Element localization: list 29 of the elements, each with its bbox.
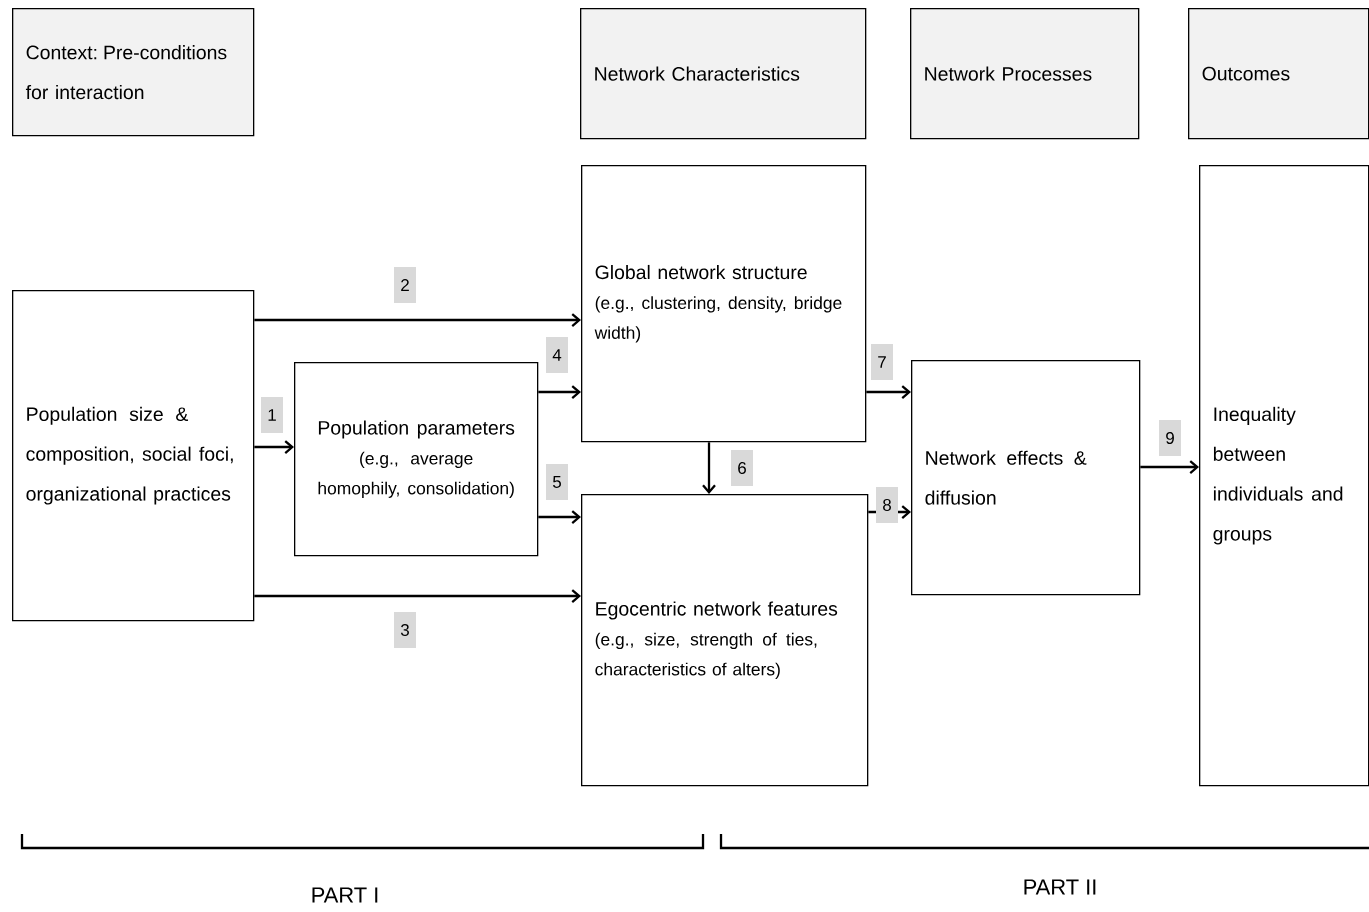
arrow xyxy=(538,385,581,399)
process-box: Network effects & diffusion xyxy=(911,360,1141,596)
arrow xyxy=(538,510,581,524)
process-box: Inequality between individuals and groups xyxy=(1199,165,1369,787)
arrow xyxy=(1140,460,1199,474)
arrow xyxy=(254,589,581,603)
part-label: PART II xyxy=(1024,879,1096,895)
header-box: Context: Pre-conditions for interaction xyxy=(12,8,255,137)
edge-label: 3 xyxy=(394,612,416,648)
edge-label: 7 xyxy=(871,344,893,380)
edge-label: 4 xyxy=(546,337,568,373)
process-box: Population parameters (e.g., average homophily, consolidation) xyxy=(294,362,539,557)
part-label: PART I xyxy=(312,887,378,903)
header-box: Network Processes xyxy=(910,8,1140,140)
edge-label: 6 xyxy=(731,450,753,486)
arrow xyxy=(254,440,294,454)
edge-label: 1 xyxy=(261,397,283,433)
edge-label: 2 xyxy=(394,267,416,303)
arrow xyxy=(254,313,581,327)
edge-label: 9 xyxy=(1159,420,1181,456)
header-box: Network Characteristics xyxy=(580,8,867,140)
edge-label: 8 xyxy=(876,487,898,523)
header-box: Outcomes xyxy=(1188,8,1369,140)
process-box: Population size & composition, social foci, organizational practices xyxy=(12,290,255,622)
process-box: Egocentric network features (e.g., size, strength of ties, characteristics of alters) xyxy=(581,494,869,787)
arrow xyxy=(702,442,716,494)
process-box: Global network structure (e.g., clustering, density, bridge width) xyxy=(581,165,867,443)
edge-label: 5 xyxy=(546,464,568,500)
arrow xyxy=(866,385,911,399)
